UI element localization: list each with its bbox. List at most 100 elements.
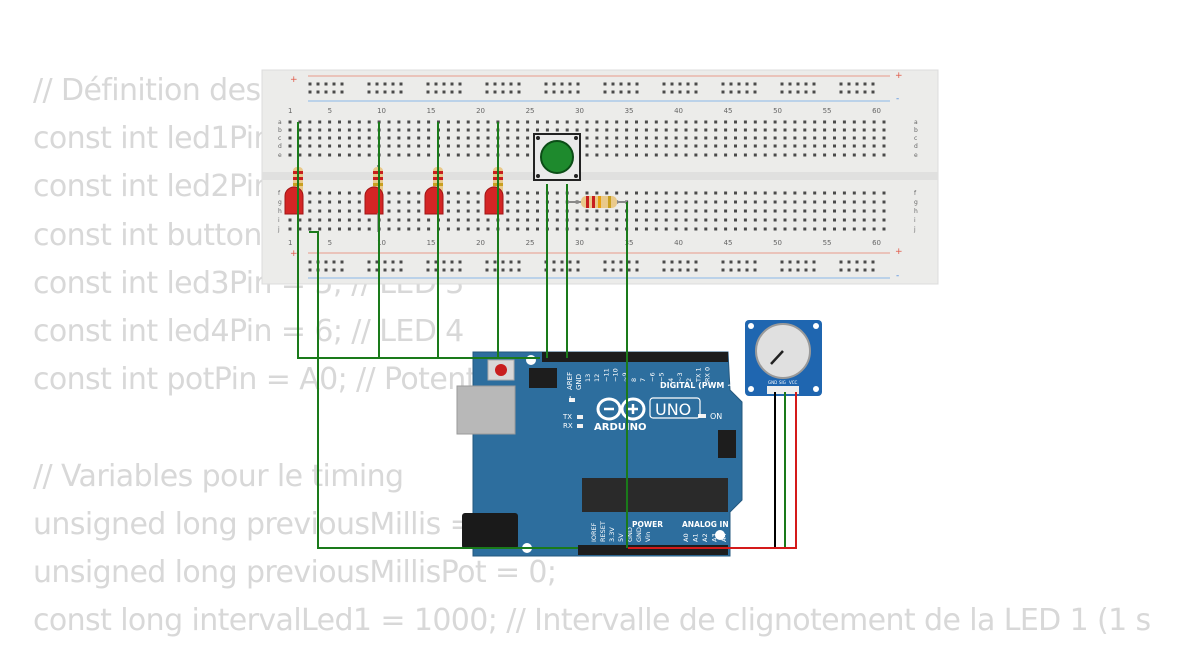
digital-pwm-label: DIGITAL (PWM ~) [660, 381, 738, 390]
digital-pin-label: ~3 [676, 372, 684, 382]
digital-pin-label: ~10 [612, 368, 620, 382]
row-letter: e [278, 152, 282, 159]
analog-pin-label: A4 [720, 533, 728, 542]
column-number: 1 [288, 239, 292, 247]
column-number: 35 [625, 239, 634, 247]
analog-pin-label: A2 [701, 533, 709, 542]
wires [297, 122, 797, 549]
row-letter: b [914, 127, 918, 134]
resistor-pulldown[interactable] [567, 196, 627, 208]
on-label: ON [710, 412, 722, 421]
rail-minus-bottom-right: - [896, 271, 899, 281]
column-number: 35 [625, 107, 634, 115]
row-letter: d [278, 143, 282, 150]
pot-pin-sig: SIG [779, 380, 786, 385]
row-letter: j [277, 226, 280, 233]
power-pin-label: Vin [644, 532, 652, 542]
digital-pin-label: 2 [685, 378, 693, 382]
column-number: 60 [872, 107, 881, 115]
column-number: 60 [872, 239, 881, 247]
row-letter: e [914, 152, 918, 159]
push-button[interactable] [533, 133, 581, 181]
power-pin-label: 5V [617, 533, 625, 542]
column-number: 40 [674, 239, 683, 247]
power-pin-label: IOREF [590, 522, 598, 542]
digital-pin-label: ~9 [621, 372, 629, 382]
code-line: // Variables pour le timing [33, 458, 404, 494]
potentiometer[interactable]: GND SIG VCC [745, 320, 822, 396]
column-number: 45 [724, 107, 733, 115]
wire-gnd-rail [309, 231, 578, 549]
column-number: 1 [288, 107, 292, 115]
column-number: 30 [575, 107, 584, 115]
row-letter: a [278, 119, 282, 126]
digital-pin-label: TX 1 [694, 367, 702, 383]
row-letter: c [278, 135, 281, 142]
wire-led1 [297, 122, 540, 359]
pot-pin-gnd: GND [768, 380, 777, 385]
column-number: 10 [377, 239, 386, 247]
rx-label: RX [563, 422, 573, 430]
rail-plus-bottom-right: + [895, 247, 903, 257]
l-label: L [569, 395, 574, 404]
digital-pin-label: ~11 [602, 368, 610, 382]
digital-pin-label: 12 [593, 374, 601, 382]
rail-plus-top-left: + [290, 75, 298, 85]
digital-pin-label: ~5 [658, 372, 666, 382]
column-number: 5 [328, 107, 332, 115]
row-letter: d [914, 143, 918, 150]
row-letter: h [278, 208, 282, 215]
wire-pot-vcc [628, 392, 797, 549]
digital-pin-label: 8 [630, 378, 638, 382]
code-line: unsigned long previousMillisPot = 0; [33, 554, 557, 590]
column-number: 45 [724, 239, 733, 247]
row-letter: a [914, 119, 918, 126]
power-pin-label: 3.3V [608, 527, 616, 542]
analog-pin-label: A0 [682, 533, 690, 542]
column-number: 55 [823, 239, 832, 247]
usb-port [456, 385, 516, 435]
column-number: 50 [773, 107, 782, 115]
digital-pin-label: 13 [584, 374, 592, 382]
column-number: 5 [328, 239, 332, 247]
code-line: const int led4Pin = 6; // LED 4 [33, 313, 464, 349]
column-number: 20 [476, 107, 485, 115]
column-number: 15 [427, 239, 436, 247]
row-letter: f [278, 190, 281, 197]
arduino-logo-icon [596, 397, 646, 421]
gnd-label: GND [575, 374, 583, 390]
row-letter: i [914, 217, 916, 224]
column-number: 25 [526, 239, 535, 247]
tx-label: TX [562, 413, 572, 421]
rail-plus-top-right: + [895, 71, 903, 81]
power-pin-label: RESET [599, 521, 607, 542]
row-letter: j [913, 226, 916, 233]
analog-in-label: ANALOG IN [682, 520, 729, 529]
digital-header [542, 352, 728, 362]
icsp-header [529, 368, 557, 388]
row-letter: i [278, 217, 280, 224]
column-number: 10 [377, 107, 386, 115]
row-letter: f [914, 190, 917, 197]
icsp-header-right [718, 430, 736, 458]
digital-pin-label: 4 [667, 378, 675, 382]
column-number: 15 [427, 107, 436, 115]
power-jack [462, 513, 518, 549]
digital-pin-label: RX 0 [704, 367, 712, 382]
arduino-uno-board[interactable]: UNO ARDUINO DIGITAL (PWM ~) ON L TX RX P… [456, 351, 743, 557]
arduino-logo-text: ARDUINO [594, 422, 646, 433]
row-letter: b [278, 127, 282, 134]
analog-pin-label: A5 [730, 533, 738, 542]
row-letter: g [914, 199, 918, 206]
power-analog-header [578, 545, 728, 555]
microcontroller-chip [582, 478, 728, 512]
power-pin-label: GND [626, 527, 634, 542]
